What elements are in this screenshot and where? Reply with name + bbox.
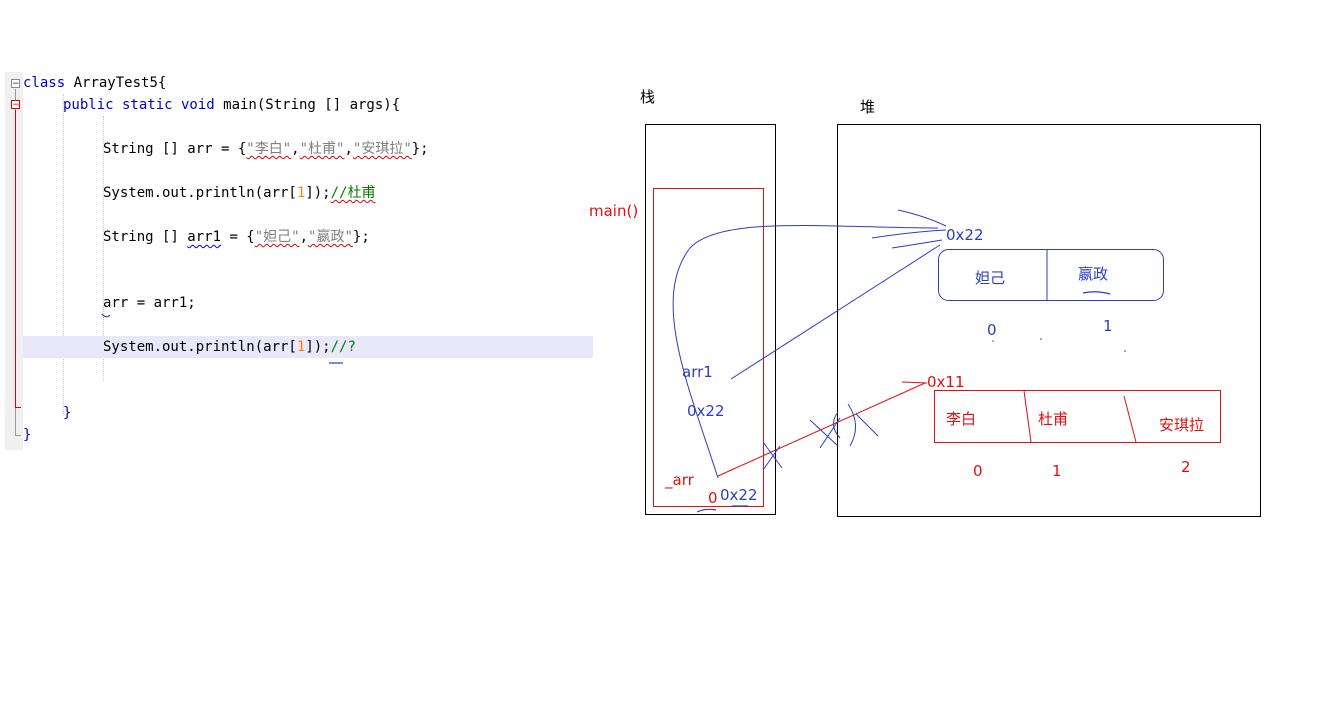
- code-text: System.out.println(arr[: [103, 339, 297, 355]
- code-text: };: [411, 141, 429, 157]
- fold-line-main: [15, 110, 16, 407]
- main-frame: [653, 188, 764, 507]
- comment: //杜甫: [330, 185, 376, 201]
- comma: ,: [291, 141, 300, 157]
- string-literal: "安琪拉": [352, 141, 412, 157]
- pen-dot: [1124, 350, 1126, 352]
- comma: ,: [344, 141, 353, 157]
- pen-mark: [1082, 291, 1111, 295]
- arrow-head: [871, 229, 947, 239]
- arr-name: _arr: [664, 471, 695, 490]
- code-line-1[interactable]: class ArrayTest5{: [23, 72, 166, 94]
- reference-arrow-arr: [672, 225, 939, 479]
- code-text: String [] arr = {: [103, 141, 247, 157]
- array-bottom-cell: 杜甫: [1038, 410, 1068, 428]
- pen-mark: [696, 508, 717, 513]
- arrow-head: [897, 209, 947, 227]
- array-bottom-index: 0: [973, 462, 983, 480]
- code-text: ]);: [305, 185, 331, 201]
- comma: ,: [299, 229, 309, 245]
- pen-dot: [1040, 338, 1042, 340]
- cross-out-mark: [847, 403, 856, 447]
- comment: //?: [330, 339, 356, 355]
- code-line-6[interactable]: arr = arr1;: [103, 292, 196, 314]
- address-bottom: 0x11: [927, 373, 965, 391]
- closing-brace: }: [23, 427, 32, 443]
- array-bottom: [934, 390, 1221, 443]
- cross-out-mark: [762, 441, 783, 469]
- array-top-index: 0: [987, 321, 997, 339]
- address-top: 0x22: [946, 226, 984, 244]
- cross-out-mark: [762, 445, 781, 471]
- code-text: ArrayTest5{: [65, 75, 167, 91]
- string-literal: "妲己": [254, 229, 300, 245]
- code-text: ]);: [305, 339, 331, 355]
- arrow-head: [891, 239, 943, 249]
- reference-arrow-old: [717, 382, 926, 477]
- array-top: [938, 249, 1164, 301]
- arr-old-value: 0: [708, 489, 718, 507]
- stack-label: 栈: [640, 88, 655, 106]
- code-text: arr = arr1;: [103, 295, 196, 311]
- cross-out-mark: [809, 419, 839, 447]
- keyword: public static void: [63, 97, 215, 113]
- fold-end-class: [15, 435, 21, 436]
- code-line-7[interactable]: System.out.println(arr[1]);//?: [103, 336, 356, 358]
- stack-box: [645, 124, 776, 515]
- main-label: main(): [589, 202, 638, 220]
- reference-arrow-arr1: [730, 244, 941, 380]
- current-line-highlight: [23, 336, 593, 358]
- heap-box: [837, 124, 1261, 517]
- indent-guide: [63, 94, 64, 414]
- code-line-5[interactable]: String [] arr1 = {"妲己","嬴政"};: [103, 226, 370, 248]
- number-literal: 1: [296, 339, 306, 355]
- array-bottom-divider: [1123, 395, 1137, 443]
- string-literal: "杜甫": [299, 141, 345, 157]
- cross-out-mark: [855, 413, 879, 437]
- fold-toggle-main[interactable]: −: [11, 100, 20, 110]
- pen-dot: [992, 340, 994, 342]
- pen-mark: [101, 313, 111, 318]
- heap-label: 堆: [860, 98, 875, 116]
- array-bottom-index: 2: [1181, 458, 1191, 476]
- string-literal: "李白": [246, 141, 292, 157]
- array-bottom-cell: 李白: [946, 410, 976, 428]
- code-line-8[interactable]: }: [63, 402, 71, 424]
- cross-out-mark: [819, 417, 841, 449]
- array-top-index: 1: [1103, 317, 1113, 335]
- string-literal: "嬴政": [308, 229, 353, 245]
- code-text: };: [352, 229, 370, 245]
- array-top-cell: 嬴政: [1078, 265, 1108, 283]
- code-line-2[interactable]: public static void main(String [] args){: [63, 94, 400, 116]
- code-line-3[interactable]: String [] arr = {"李白","杜甫","安琪拉"};: [103, 138, 429, 160]
- fold-toggle-class[interactable]: −: [11, 79, 20, 89]
- variable-name: arr1: [187, 229, 222, 245]
- code-text: String []: [103, 229, 188, 245]
- cross-out-mark: [833, 411, 841, 439]
- array-top-cell: 妲己: [975, 269, 1005, 287]
- array-bottom-index: 1: [1052, 462, 1062, 480]
- fold-gutter: [5, 72, 23, 450]
- code-text: main(String [] args){: [214, 97, 401, 113]
- code-editor: − − class ArrayTest5{ public static void…: [5, 72, 595, 452]
- arrow-head: [901, 381, 928, 384]
- keyword: class: [23, 75, 66, 91]
- code-line-4[interactable]: System.out.println(arr[1]);//杜甫: [103, 182, 375, 204]
- array-bottom-divider: [1023, 390, 1032, 443]
- code-text: = {: [221, 229, 255, 245]
- number-literal: 1: [296, 185, 306, 201]
- closing-brace: }: [63, 405, 72, 421]
- arr1-name: arr1: [682, 363, 713, 381]
- array-bottom-cell: 安琪拉: [1159, 416, 1204, 434]
- indent-guide: [103, 116, 104, 380]
- code-text: System.out.println(arr[: [103, 185, 297, 201]
- fold-end-main: [15, 407, 21, 408]
- code-line-9[interactable]: }: [23, 424, 31, 446]
- arr-value: 0x22: [720, 486, 758, 504]
- arr1-value: 0x22: [687, 402, 725, 420]
